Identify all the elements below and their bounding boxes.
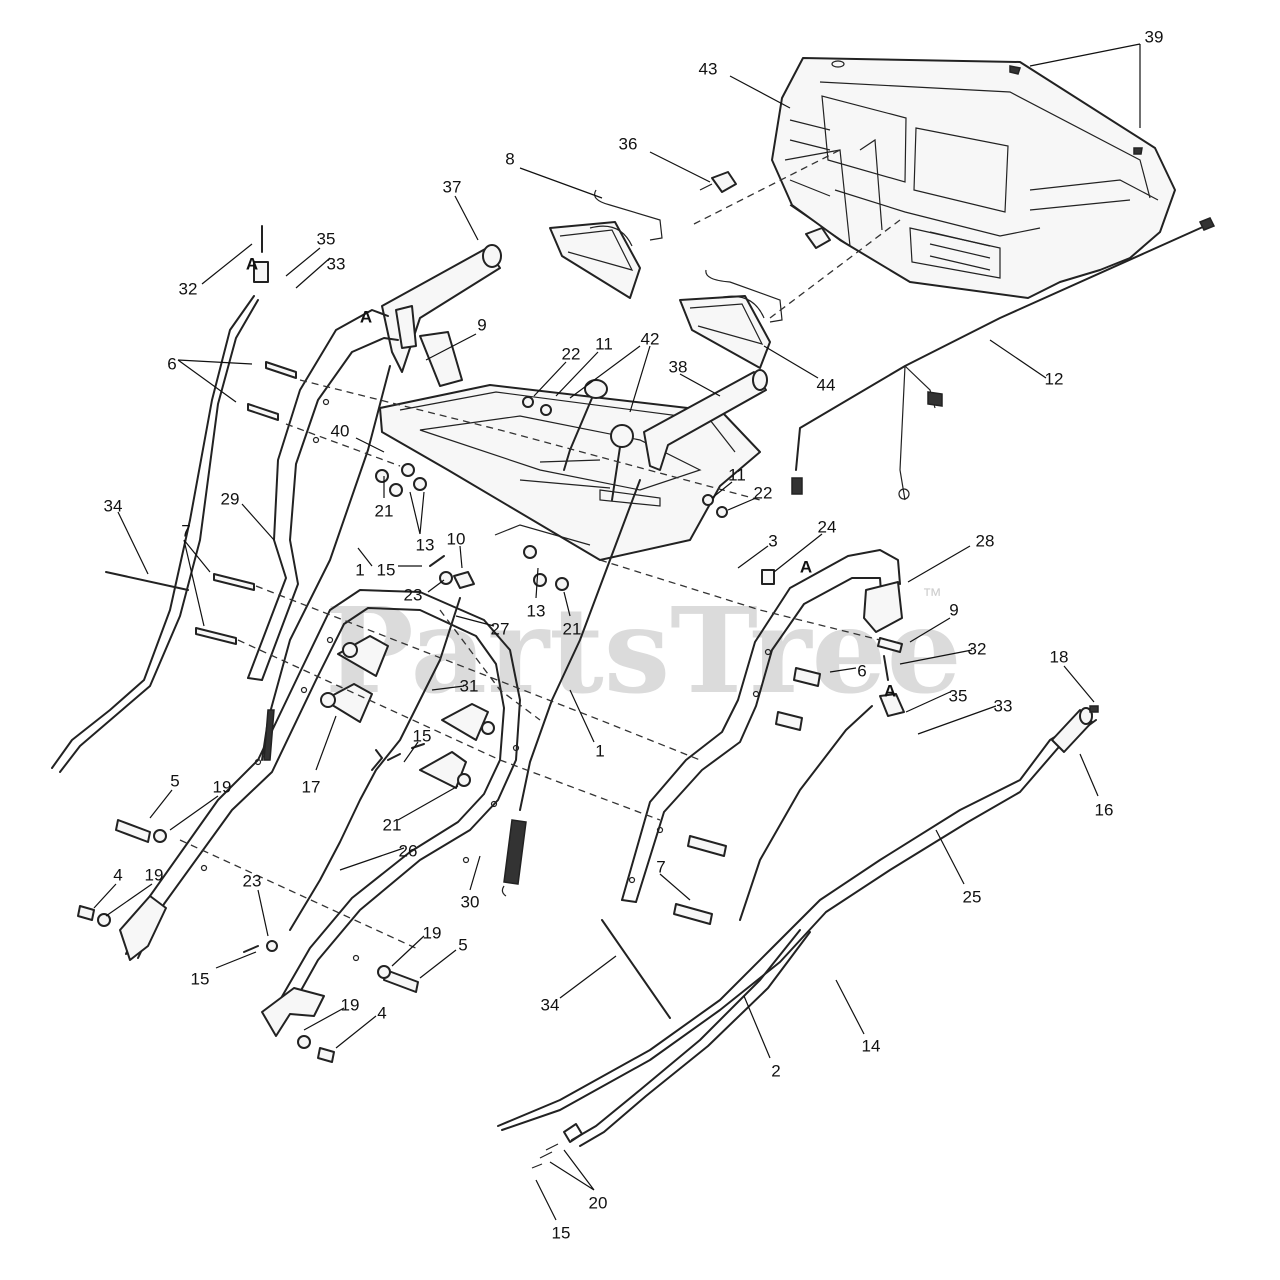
callout-24: 24 <box>818 517 837 536</box>
callout-18: 18 <box>1050 647 1069 666</box>
callout-15: 15 <box>191 969 210 988</box>
callout-33: 33 <box>994 696 1013 715</box>
screw-39 <box>1009 65 1143 155</box>
callout-15: 15 <box>552 1223 571 1242</box>
callout-29: 29 <box>221 489 240 508</box>
callout-39: 39 <box>1145 27 1164 46</box>
callout-4: 4 <box>113 865 122 884</box>
callout-7: 7 <box>181 521 190 540</box>
callout-10: 10 <box>447 529 466 548</box>
callout-38: 38 <box>669 357 688 376</box>
callout-22: 22 <box>562 344 581 363</box>
callout-19: 19 <box>213 777 232 796</box>
callout-22: 22 <box>754 483 773 502</box>
callout-13: 13 <box>527 601 546 620</box>
watermark-brand: PartsTree <box>325 581 962 720</box>
callout-11: 11 <box>728 465 746 484</box>
callout-15: 15 <box>413 726 432 745</box>
callout-19: 19 <box>145 865 164 884</box>
callout-28: 28 <box>976 531 995 550</box>
headlight-left <box>549 189 663 299</box>
callout-32: 32 <box>968 639 987 658</box>
callout-27: 27 <box>491 619 510 638</box>
bulb-socket-36 <box>699 171 831 249</box>
callout-11: 11 <box>595 334 613 353</box>
callout-36: 36 <box>619 134 638 153</box>
callout-14: 14 <box>862 1036 881 1055</box>
callout-34: 34 <box>104 496 123 515</box>
callout-40: 40 <box>331 421 350 440</box>
callout-1: 1 <box>355 560 364 579</box>
wiring-harness <box>791 217 1216 501</box>
callout-35: 35 <box>317 229 336 248</box>
assembly-lines <box>179 149 901 951</box>
knobs-17 <box>320 635 495 789</box>
callout-35: 35 <box>949 686 968 705</box>
callout-9: 9 <box>477 315 486 334</box>
callout-1: 1 <box>595 741 604 760</box>
callout-A: A <box>884 681 896 700</box>
callout-19: 19 <box>423 923 442 942</box>
callout-26: 26 <box>399 841 418 860</box>
handle-grip-16 <box>1051 705 1099 753</box>
callout-32: 32 <box>179 279 198 298</box>
callout-5: 5 <box>458 935 467 954</box>
callout-6: 6 <box>857 661 866 680</box>
callout-6: 6 <box>167 354 176 373</box>
callout-33: 33 <box>327 254 346 273</box>
callout-21: 21 <box>375 501 394 520</box>
callout-8: 8 <box>505 149 514 168</box>
callout-17: 17 <box>302 777 321 796</box>
callout-44: 44 <box>817 375 836 394</box>
callout-31: 31 <box>460 676 479 695</box>
callout-3: 3 <box>768 531 777 550</box>
callout-9: 9 <box>949 600 958 619</box>
callout-15: 15 <box>377 560 396 579</box>
callout-16: 16 <box>1095 800 1114 819</box>
callout-12: 12 <box>1045 369 1064 388</box>
headlight-right <box>679 269 783 369</box>
callout-21: 21 <box>383 815 402 834</box>
callout-23: 23 <box>243 871 262 890</box>
callout-37: 37 <box>443 177 462 196</box>
callout-23: 23 <box>404 585 423 604</box>
left-tube-37 <box>381 244 502 387</box>
callout-A: A <box>360 307 372 326</box>
callout-4: 4 <box>377 1003 386 1022</box>
shift-levers <box>563 379 634 501</box>
callout-7: 7 <box>656 857 665 876</box>
callout-30: 30 <box>461 892 480 911</box>
callout-2: 2 <box>771 1061 780 1080</box>
callout-43: 43 <box>699 59 718 78</box>
callout-34: 34 <box>541 995 560 1014</box>
right-tube-38 <box>643 369 768 471</box>
callout-19: 19 <box>341 995 360 1014</box>
callout-20: 20 <box>589 1193 608 1212</box>
watermark-trademark: ™ <box>922 585 942 607</box>
callout-5: 5 <box>170 771 179 790</box>
console-housing <box>771 57 1176 299</box>
right-handle-28 <box>621 549 903 903</box>
callout-A: A <box>800 557 812 576</box>
callout-13: 13 <box>416 535 435 554</box>
lower-handle <box>119 589 521 1037</box>
callout-A: A <box>246 254 258 273</box>
callout-25: 25 <box>963 887 982 906</box>
callout-42: 42 <box>641 329 660 348</box>
callout-21: 21 <box>563 619 582 638</box>
cables <box>51 295 1097 1169</box>
watermark: PartsTree ™ <box>325 581 962 720</box>
hardware <box>77 225 905 1063</box>
leader-lines <box>93 43 1141 1221</box>
